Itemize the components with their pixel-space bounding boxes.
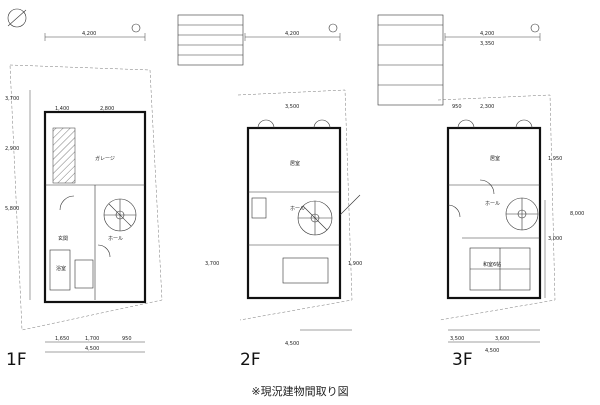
dim-3f-top-3: 2,300: [480, 104, 494, 110]
floor-plan-3f: [377, 14, 556, 343]
floor-plan-2f: [177, 14, 361, 331]
dim-1f-top-2: 2,800: [100, 106, 114, 112]
room-3f-tatami: 和室6帖: [483, 261, 501, 268]
dim-1f-bottom-1: 1,650: [55, 336, 69, 342]
dim-3f-side-3: 8,000: [570, 211, 584, 217]
room-2f-hall: ホール: [290, 206, 305, 212]
dim-3f-top: 4,200: [480, 31, 494, 37]
room-1f-bath: 浴室: [56, 265, 66, 272]
floor-label-1f: 1F: [6, 350, 27, 370]
floor-plan-1f: [9, 23, 163, 353]
dim-3f-bottom-total: 4,500: [485, 348, 499, 354]
dim-3f-side-1: 1,950: [548, 156, 562, 162]
dim-3f-top-4: 950: [452, 104, 462, 110]
dim-2f-top: 4,200: [285, 31, 299, 37]
dim-1f-bottom-3: 950: [122, 336, 132, 342]
dim-1f-side-2: 2,900: [5, 146, 19, 152]
north-symbol: [7, 8, 27, 28]
dim-2f-top-2: 3,500: [285, 104, 299, 110]
dim-1f-side-1: 3,700: [5, 96, 19, 102]
room-3f-hall: ホール: [485, 201, 500, 207]
dim-3f-bottom-2: 3,600: [495, 336, 509, 342]
dim-1f-side-3: 5,800: [5, 206, 19, 212]
room-1f-garage: ガレージ: [95, 155, 115, 162]
floor-label-2f: 2F: [240, 350, 261, 370]
dim-1f-top: 4,200: [82, 31, 96, 37]
floor-label-3f: 3F: [452, 350, 473, 370]
dim-1f-top-3: 1,400: [55, 106, 69, 112]
dim-2f-bottom: 4,500: [285, 341, 299, 347]
room-1f-entrance: 玄関: [58, 235, 68, 242]
room-3f-living: 居室: [490, 155, 500, 162]
dim-1f-bottom-total: 4,500: [85, 346, 99, 352]
dim-2f-side-2: 1,900: [348, 261, 362, 267]
dim-3f-top-2: 3,350: [480, 41, 494, 47]
dim-3f-side-2: 3,000: [548, 236, 562, 242]
plan-caption: ※現況建物間取り図: [251, 385, 349, 398]
dim-2f-side-1: 3,700: [205, 261, 219, 267]
room-2f-living: 居室: [290, 160, 300, 167]
room-1f-hall: ホール: [108, 236, 123, 242]
dim-1f-bottom-2: 1,700: [85, 336, 99, 342]
dim-3f-bottom-1: 3,500: [450, 336, 464, 342]
